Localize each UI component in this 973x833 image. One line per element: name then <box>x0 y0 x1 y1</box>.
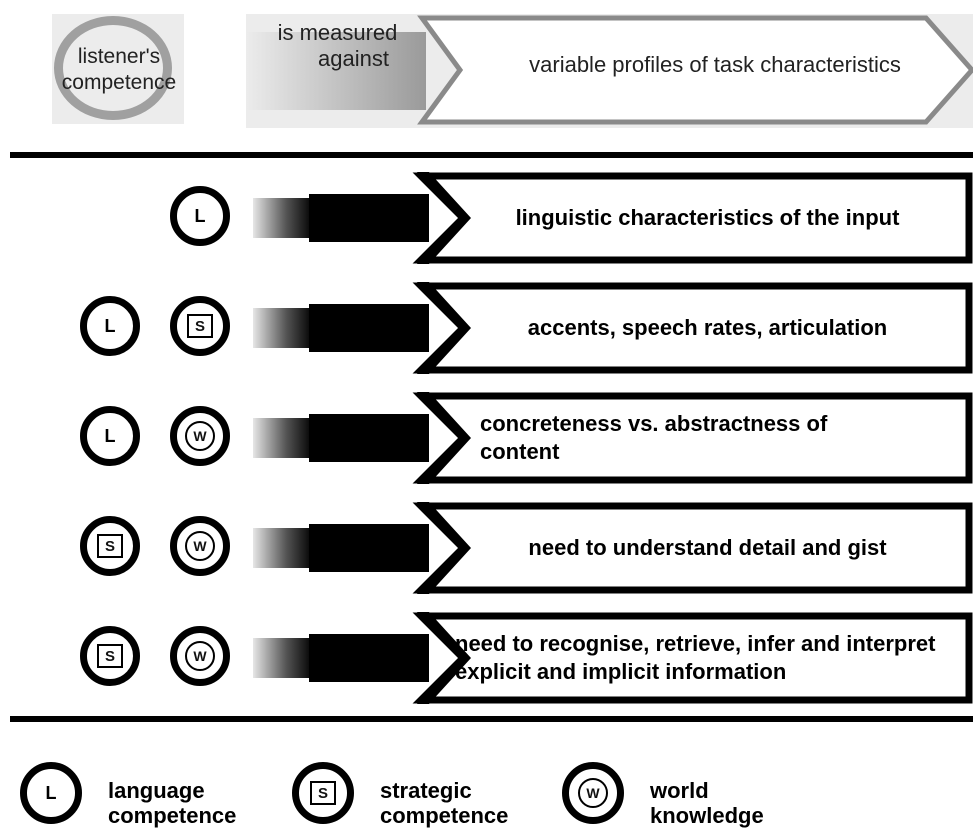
symbol-letter: W <box>578 778 608 808</box>
row-arrow-icon <box>253 172 973 264</box>
arrow-head <box>417 392 471 484</box>
row-text: need to recognise, retrieve, infer and i… <box>455 631 936 684</box>
row-text: need to understand detail and gist <box>528 535 887 560</box>
strategic-competence-icon: S <box>292 762 354 824</box>
symbol-letter: S <box>97 534 123 558</box>
arrow-shaft <box>309 524 429 572</box>
symbol-letter: L <box>104 426 116 446</box>
arrow-shaft-fade <box>253 418 313 458</box>
row-arrow-icon <box>253 392 973 484</box>
task-profiles-box <box>417 15 973 125</box>
arrow-shaft <box>309 194 429 242</box>
legend-line1: strategic <box>380 778 472 803</box>
row-arrow-icon <box>253 282 973 374</box>
symbol-letter: S <box>310 781 336 805</box>
row-text: linguistic characteristics of the input <box>515 205 900 230</box>
measured-against-arrow-icon <box>246 15 973 125</box>
competence-ring-icon <box>54 16 172 120</box>
divider-top <box>10 152 973 158</box>
symbol-letter: L <box>45 783 57 803</box>
world-knowledge-icon: W <box>562 762 624 824</box>
legend-line2: competence <box>108 803 237 828</box>
divider-bottom <box>10 716 973 722</box>
row-arrow-icon <box>253 612 973 704</box>
competence-label-text: listener's competence <box>61 45 177 94</box>
symbol-letter: S <box>97 644 123 668</box>
symbol-letter: W <box>185 641 215 671</box>
measured-line1: is measured <box>277 20 398 45</box>
arrow-shaft <box>309 304 429 352</box>
arrow-shaft-fade <box>253 198 313 238</box>
symbol-letter: W <box>185 531 215 561</box>
legend-line2: competence <box>380 803 509 828</box>
legend-line1: language <box>108 778 205 803</box>
symbol-letter: L <box>104 316 116 336</box>
symbol-letter: S <box>187 314 213 338</box>
symbol-letter: L <box>194 206 206 226</box>
competence-label: listener's competence <box>44 44 194 96</box>
strategic-competence-icon: S <box>170 296 230 356</box>
language-competence-icon: L <box>170 186 230 246</box>
arrow-shaft <box>309 634 429 682</box>
arrow-shaft <box>309 414 429 462</box>
strategic-competence-icon: S <box>80 516 140 576</box>
row-text: concreteness vs. abstractness of content <box>480 411 828 464</box>
language-competence-icon: L <box>80 406 140 466</box>
arrow-shaft-fade <box>253 528 313 568</box>
strategic-competence-icon: S <box>80 626 140 686</box>
world-knowledge-icon: W <box>170 406 230 466</box>
measured-against-label: is measured against <box>250 20 425 72</box>
arrow-head <box>417 282 471 374</box>
task-profiles-label: variable profiles of task characteristic… <box>529 52 901 77</box>
arrow-head <box>417 502 471 594</box>
world-knowledge-icon: W <box>170 516 230 576</box>
measured-line2: against <box>318 46 389 71</box>
row-arrow-icon <box>253 502 973 594</box>
legend-line2: knowledge <box>650 803 764 828</box>
world-knowledge-icon: W <box>170 626 230 686</box>
language-competence-icon: L <box>20 762 82 824</box>
symbol-letter: W <box>185 421 215 451</box>
legend-line1: world <box>650 778 709 803</box>
language-competence-icon: L <box>80 296 140 356</box>
arrow-shaft-fade <box>253 638 313 678</box>
row-text: accents, speech rates, articulation <box>527 315 888 340</box>
arrow-head <box>417 172 471 264</box>
arrow-head <box>417 612 471 704</box>
arrow-shaft-fade <box>253 308 313 348</box>
